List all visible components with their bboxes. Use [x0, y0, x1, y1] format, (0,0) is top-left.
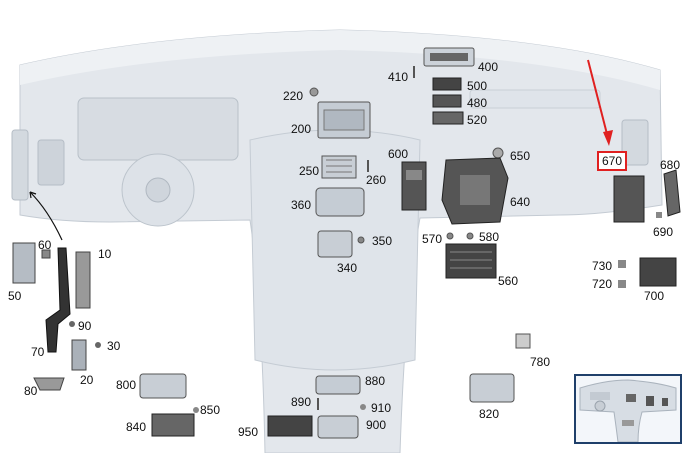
component-840 [151, 413, 195, 437]
component-570 [446, 232, 454, 240]
label-780: 780 [530, 355, 551, 369]
component-500 [432, 77, 462, 91]
label-20: 20 [80, 373, 94, 387]
component-220 [309, 87, 319, 97]
label-580: 580 [479, 230, 500, 244]
label-480: 480 [467, 96, 488, 110]
label-60: 60 [38, 238, 52, 252]
label-410: 410 [388, 70, 409, 84]
label-500: 500 [467, 79, 488, 93]
label-250: 250 [299, 164, 320, 178]
label-690: 690 [653, 225, 674, 239]
component-730 [618, 260, 626, 268]
component-850 [193, 407, 199, 413]
label-850: 850 [200, 403, 221, 417]
component-60 [41, 249, 51, 259]
component-600 [401, 161, 427, 211]
label-670-highlight: 670 [597, 151, 628, 171]
component-340 [317, 230, 353, 258]
red-arrow [587, 59, 609, 139]
component-780 [515, 333, 531, 349]
component-910 [360, 404, 366, 410]
label-520: 520 [467, 113, 488, 127]
curved-arrow [29, 191, 63, 241]
label-570: 570 [422, 232, 443, 246]
label-600: 600 [388, 147, 409, 161]
label-200: 200 [291, 122, 312, 136]
label-70: 70 [31, 345, 45, 359]
label-340: 340 [337, 261, 358, 275]
overview-inset [574, 374, 682, 444]
label-730: 730 [592, 259, 613, 273]
label-910: 910 [371, 401, 392, 415]
component-670 [613, 175, 645, 223]
component-560 [445, 243, 497, 279]
component-250 [321, 155, 357, 179]
component-400 [423, 47, 475, 67]
label-950: 950 [238, 425, 259, 439]
component-880 [315, 375, 361, 395]
label-80: 80 [24, 384, 38, 398]
label-10: 10 [98, 247, 112, 261]
component-50 [12, 242, 36, 284]
label-360: 360 [291, 198, 312, 212]
label-890: 890 [291, 395, 312, 409]
overview-thumbnail [579, 379, 677, 442]
component-30 [95, 342, 101, 348]
label-220: 220 [283, 89, 304, 103]
label-720: 720 [592, 277, 613, 291]
component-580 [466, 232, 474, 240]
label-560: 560 [498, 274, 519, 288]
component-720 [618, 280, 626, 288]
component-690 [656, 212, 662, 218]
label-50: 50 [8, 289, 22, 303]
label-650: 650 [510, 149, 531, 163]
label-350: 350 [372, 234, 393, 248]
label-680: 680 [660, 158, 681, 172]
component-800 [139, 373, 187, 399]
component-350 [357, 236, 365, 244]
component-900 [317, 415, 359, 439]
component-700 [639, 257, 677, 287]
label-30: 30 [107, 339, 121, 353]
label-400: 400 [478, 60, 499, 74]
component-640 [441, 157, 509, 225]
component-10 [75, 251, 91, 309]
label-840: 840 [126, 420, 147, 434]
label-260: 260 [366, 173, 387, 187]
component-70 [45, 247, 71, 353]
label-820: 820 [479, 407, 500, 421]
label-880: 880 [365, 374, 386, 388]
component-480 [432, 94, 462, 108]
component-520 [432, 111, 464, 125]
component-650 [492, 147, 504, 159]
component-90 [69, 321, 75, 327]
label-640: 640 [510, 195, 531, 209]
component-80 [33, 377, 65, 391]
component-360 [315, 187, 365, 217]
label-800: 800 [116, 378, 137, 392]
component-680 [663, 169, 681, 217]
component-820 [469, 373, 515, 403]
label-90: 90 [78, 319, 92, 333]
component-200 [317, 101, 371, 139]
component-20 [71, 339, 87, 371]
label-900: 900 [366, 418, 387, 432]
label-700: 700 [644, 289, 665, 303]
component-950 [267, 415, 313, 437]
